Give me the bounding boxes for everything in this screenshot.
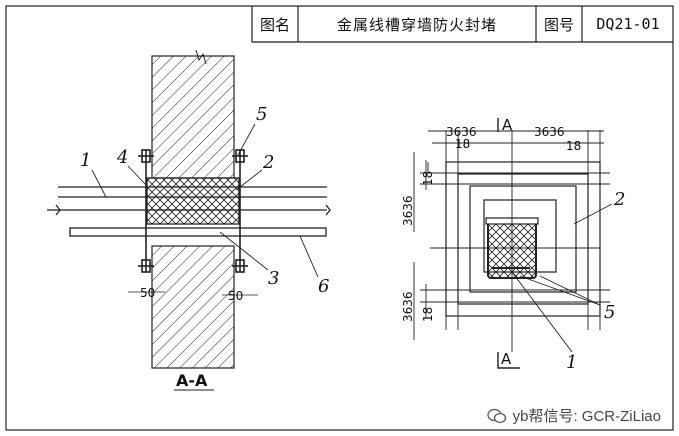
callout-left-6: 6 <box>318 276 329 297</box>
callout-leaders-right <box>511 203 613 353</box>
top-dim-18-right: 18 <box>566 139 581 153</box>
callout-right-5: 5 <box>604 302 615 323</box>
fire-board-plates <box>138 149 248 273</box>
watermark-text: yb帮信号: GCR-ZiLiao <box>512 408 661 425</box>
drawing-number: DQ21-01 <box>596 15 660 33</box>
callout-left-5: 5 <box>256 104 267 125</box>
drawing-title: 金属线槽穿墙防火封堵 <box>336 15 497 34</box>
side-dim-3636-top: 3636 <box>401 195 415 226</box>
dim-50-left: 50 <box>140 286 155 300</box>
watermark: yb帮信号: GCR-ZiLiao <box>486 405 661 426</box>
top-dim-3636-left: 3636 <box>446 125 477 139</box>
support-plate <box>69 227 327 237</box>
callout-right-1: 1 <box>566 352 577 373</box>
callout-left-1: 1 <box>80 150 91 171</box>
top-dimension-lines <box>427 130 604 172</box>
callout-left-2: 2 <box>262 152 274 173</box>
title-number-label: 图号 <box>543 15 574 34</box>
section-mark-top: A <box>502 116 513 134</box>
top-dim-18-left: 18 <box>455 137 470 151</box>
wechat-logo-icon <box>486 408 506 423</box>
callout-right-2: 2 <box>613 189 625 210</box>
callout-leaders-left <box>91 123 319 278</box>
sheet-border <box>5 5 674 431</box>
section-cut-marks <box>497 118 520 369</box>
section-label-aa: A-A <box>176 371 208 390</box>
wall-lower <box>151 245 235 369</box>
section-mark-bottom: A <box>501 350 512 368</box>
extension-lines <box>420 130 610 352</box>
callout-left-4: 4 <box>116 147 128 168</box>
plan-detail-view: 3636 18 3636 18 3636 18 3636 18 A A <box>401 116 625 373</box>
dim-lines <box>128 291 258 296</box>
top-dim-3636-right: 3636 <box>534 125 565 139</box>
wall-break-mark <box>195 49 207 65</box>
side-dimension-lines <box>413 152 427 340</box>
wall-upper <box>151 55 235 179</box>
metal-trunking <box>47 186 331 216</box>
fire-seal-block <box>146 177 240 225</box>
callout-left-3: 3 <box>268 268 279 289</box>
dim-50-right: 50 <box>228 289 243 303</box>
section-aa-view: 50 50 1 4 5 2 3 6 A-A <box>47 49 331 391</box>
title-name-label: 图名 <box>259 15 290 34</box>
side-dim-18-top: 18 <box>421 171 435 186</box>
side-dim-3636-bottom: 3636 <box>401 291 415 322</box>
side-dim-18-bottom: 18 <box>421 307 435 322</box>
